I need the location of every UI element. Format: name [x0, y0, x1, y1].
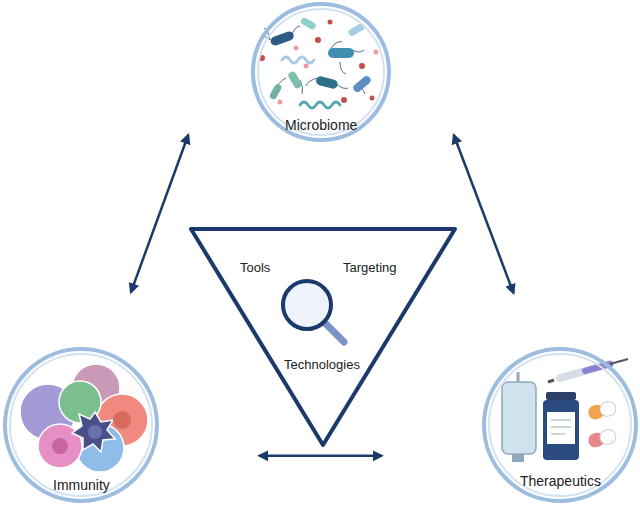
double-arrow	[131, 135, 188, 292]
circle-ring	[5, 349, 157, 501]
theme-label: Targeting	[343, 260, 396, 276]
central-triangle: Tools TargetingTechnologies	[188, 226, 458, 448]
circle-inner-ring	[258, 9, 384, 135]
circle-ring	[484, 349, 636, 501]
spirochete	[300, 102, 340, 108]
metabolite-dots	[259, 20, 379, 105]
immune-cells	[20, 364, 148, 472]
rod-bacterium	[352, 75, 372, 94]
theme-label: Tools	[240, 260, 270, 276]
spirochete	[282, 57, 314, 63]
rod-bacterium	[300, 17, 317, 31]
magnifying-glass	[283, 281, 344, 342]
rod-bacterium	[328, 48, 354, 58]
rod-bacterium	[269, 30, 295, 47]
circle-label: Microbiome	[285, 117, 357, 133]
immunity-circle: Immunity	[2, 346, 160, 504]
therapeutics-circle: Therapeutics	[481, 346, 639, 504]
rod-bacterium	[269, 83, 283, 100]
theme-label: Technologies	[284, 357, 360, 373]
circle-label: Therapeutics	[520, 473, 601, 489]
flagella	[260, 26, 365, 94]
rod-bacterium	[315, 75, 339, 89]
triangle-shape	[191, 229, 455, 445]
rod-bacterium	[287, 70, 303, 90]
double-arrow	[454, 135, 514, 293]
circle-ring	[253, 4, 389, 140]
triangle-outline	[188, 226, 458, 448]
circle-inner-ring	[489, 354, 631, 496]
microbiome-circle: Microbiome	[250, 1, 392, 143]
bacteria-illustration	[259, 17, 379, 108]
circle-label: Immunity	[53, 477, 110, 493]
circle-inner-ring	[10, 354, 152, 496]
double-arrow	[259, 455, 381, 458]
